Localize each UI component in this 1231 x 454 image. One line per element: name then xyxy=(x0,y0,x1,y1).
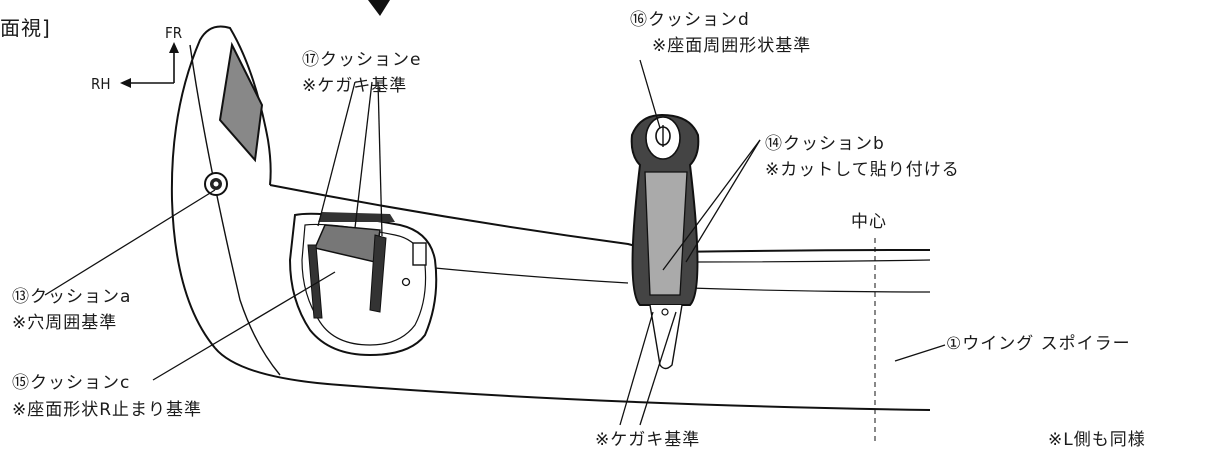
left-side-same-note: ※L側も同様 xyxy=(1048,430,1146,450)
cushion-c-note: ※座面形状R止まり基準 xyxy=(12,400,203,420)
cushion-d-label: ⑯クッションd xyxy=(630,10,750,30)
spoiler-body xyxy=(170,25,931,411)
wing-spoiler-label: ①ウイング スポイラー xyxy=(946,334,1131,354)
cushion-a-label: ⑬クッションa xyxy=(12,287,132,307)
cushion-a-note: ※穴周囲基準 xyxy=(12,313,118,333)
center-stay xyxy=(630,113,700,370)
recess-pocket xyxy=(288,212,438,357)
endcap-window xyxy=(218,41,264,163)
front-direction-label: FR xyxy=(165,24,183,42)
leader-lines xyxy=(44,59,946,426)
cushion-e-note: ※ケガキ基準 xyxy=(302,76,408,96)
center-label: 中心 xyxy=(851,212,887,232)
right-direction-label: RH xyxy=(91,75,111,93)
cushion-d-note: ※座面周囲形状基準 xyxy=(652,36,812,56)
hole-core-icon xyxy=(213,181,219,187)
cushion-b-note: ※カットして貼り付ける xyxy=(765,160,960,180)
cushion-e-label: ⑰クッションe xyxy=(302,50,422,70)
cushion-b-label: ⑭クッションb xyxy=(765,134,885,154)
direction-arrows-icon xyxy=(120,42,179,88)
cushion-c-label: ⑮クッションc xyxy=(12,373,131,393)
view-arrow-icon xyxy=(368,0,390,16)
view-label: 面視] xyxy=(0,16,51,40)
marking-reference-label: ※ケガキ基準 xyxy=(595,430,701,450)
spoiler-inner-lines xyxy=(434,259,931,293)
